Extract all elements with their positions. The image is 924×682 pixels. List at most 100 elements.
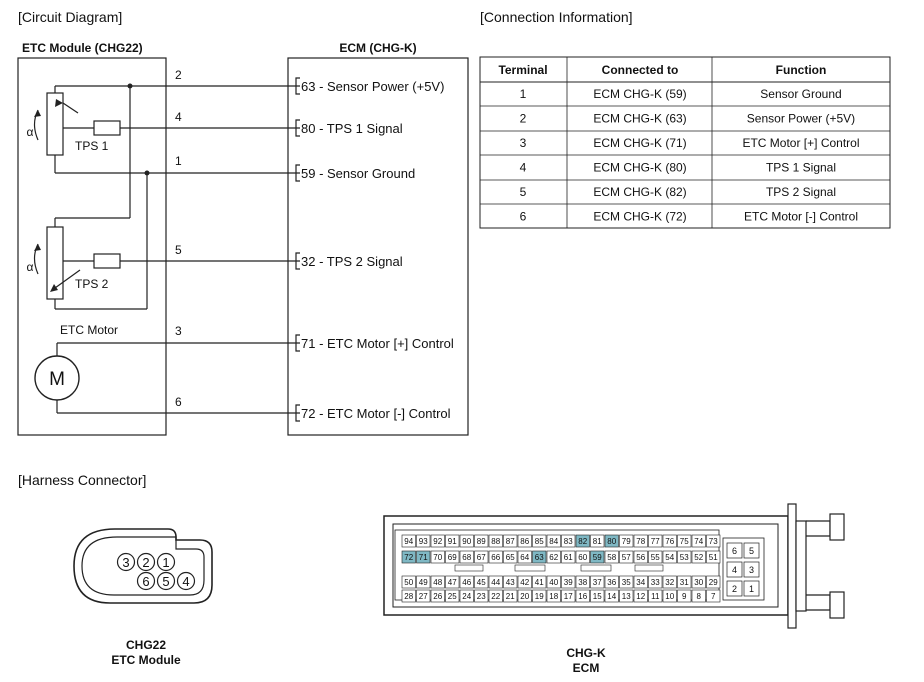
chg22-pin: [116, 552, 136, 572]
chgk-pin-label: 33: [651, 578, 660, 587]
chgk-pin: [517, 550, 532, 564]
chg22-pin: [136, 552, 156, 572]
chg22-pin-label: 2: [142, 555, 149, 570]
chgk-pin-label: 49: [419, 578, 428, 587]
ecm-terminal-72: 72 - ETC Motor [-] Control: [301, 406, 451, 421]
chgk-pin-label: 67: [477, 553, 486, 562]
chgk-pin-label: 66: [491, 553, 500, 562]
chgk-pin: [706, 534, 721, 548]
table-header: Connected to: [602, 63, 679, 77]
chgk-pin-label: 59: [593, 553, 602, 562]
chgk-pin: [619, 589, 634, 603]
ecm-terminal-brackets: [295, 77, 300, 422]
chgk-pin-label: 91: [448, 537, 457, 546]
chgk-pin: [691, 550, 706, 564]
table-cell: Sensor Ground: [760, 87, 841, 101]
chgk-pin: [619, 534, 634, 548]
etc-module-title: ETC Module (CHG22): [22, 41, 143, 55]
chgk-pin: [474, 575, 489, 589]
chgk-pin: [401, 534, 416, 548]
chgk-pin: [401, 589, 416, 603]
chgk-pin-label: 9: [682, 592, 687, 601]
table-cell: 1: [520, 87, 527, 101]
table-cell: 2: [520, 112, 527, 126]
chgk-pin: [488, 589, 503, 603]
chgk-pin: [546, 575, 561, 589]
chgk-pin-label: 55: [651, 553, 660, 562]
chgk-pin: [459, 589, 474, 603]
chgk-pin: [648, 575, 663, 589]
etc-motor-label: ETC Motor: [60, 323, 118, 337]
ecm-terminal-80: 80 - TPS 1 Signal: [301, 121, 403, 136]
chgk-pin-label: 22: [491, 592, 500, 601]
chgk-side-pin-label: 1: [749, 584, 754, 594]
tps1-label: TPS 1: [75, 139, 109, 153]
chgk-pin: [706, 589, 721, 603]
chgk-pin-label: 83: [564, 537, 573, 546]
chgk-pin-label: 62: [549, 553, 558, 562]
chgk-pin-label: 74: [694, 537, 703, 546]
chgk-pin: [503, 534, 518, 548]
chgk-side-pin: [726, 542, 743, 559]
tps2-sensor: α TPS 2: [27, 86, 148, 310]
chgk-pin-label: 71: [419, 553, 428, 562]
table-cell: 6: [520, 210, 527, 224]
chgk-pin-label: 39: [564, 578, 573, 587]
chg22-pin: [176, 571, 196, 591]
chgk-pin: [474, 589, 489, 603]
chgk-pin-label: 65: [506, 553, 515, 562]
chgk-pin-label: 85: [535, 537, 544, 546]
etc-pin-label: 3: [175, 324, 182, 338]
chgk-caption-1: CHG-K: [566, 646, 606, 660]
chgk-pin-label: 82: [578, 537, 587, 546]
chgk-pin-label: 36: [607, 578, 616, 587]
chgk-pin: [546, 589, 561, 603]
table-cell: TPS 1 Signal: [766, 161, 836, 175]
chgk-pin-label: 31: [680, 578, 689, 587]
etc-pin-label: 2: [175, 68, 182, 82]
chgk-pin: [590, 550, 605, 564]
chgk-pin-label: 81: [593, 537, 602, 546]
chgk-pin: [401, 550, 416, 564]
chgk-pin: [677, 589, 692, 603]
chgk-pin-label: 18: [549, 592, 558, 601]
chgk-pin-label: 29: [709, 578, 718, 587]
chgk-pin: [517, 589, 532, 603]
chgk-pin: [677, 550, 692, 564]
chgk-pin: [677, 534, 692, 548]
chgk-pin: [648, 550, 663, 564]
chgk-side-pin-label: 3: [749, 565, 754, 575]
chgk-pin-label: 63: [535, 553, 544, 562]
chgk-key: [454, 564, 484, 572]
chgk-side-pin: [726, 561, 743, 578]
chgk-pin-label: 14: [607, 592, 616, 601]
chgk-pin-label: 72: [404, 553, 413, 562]
chgk-pin: [503, 589, 518, 603]
chgk-pin-label: 88: [491, 537, 500, 546]
table-cell: ETC Motor [-] Control: [744, 210, 858, 224]
chgk-pin: [561, 589, 576, 603]
etc-pin-label: 4: [175, 110, 182, 124]
ecm-terminal-32: 32 - TPS 2 Signal: [301, 254, 403, 269]
tps2-label: TPS 2: [75, 277, 109, 291]
chgk-pin-label: 68: [462, 553, 471, 562]
chgk-pin: [517, 534, 532, 548]
chgk-pin: [488, 550, 503, 564]
chgk-pin-label: 16: [578, 592, 587, 601]
chgk-pin: [633, 589, 648, 603]
ecm-title: ECM (CHG-K): [339, 41, 416, 55]
chgk-pin: [488, 575, 503, 589]
chgk-pin-label: 64: [520, 553, 529, 562]
chgk-pin-label: 12: [636, 592, 645, 601]
table-cell: 4: [520, 161, 527, 175]
chgk-key: [514, 564, 546, 572]
tps1-sensor: α TPS 1: [27, 86, 121, 173]
chgk-pin: [575, 575, 590, 589]
chgk-pin: [445, 575, 460, 589]
chgk-pin-label: 53: [680, 553, 689, 562]
chgk-pin-label: 43: [506, 578, 515, 587]
chgk-pin: [445, 550, 460, 564]
chgk-pin-label: 32: [665, 578, 674, 587]
chgk-pin-label: 94: [404, 537, 413, 546]
